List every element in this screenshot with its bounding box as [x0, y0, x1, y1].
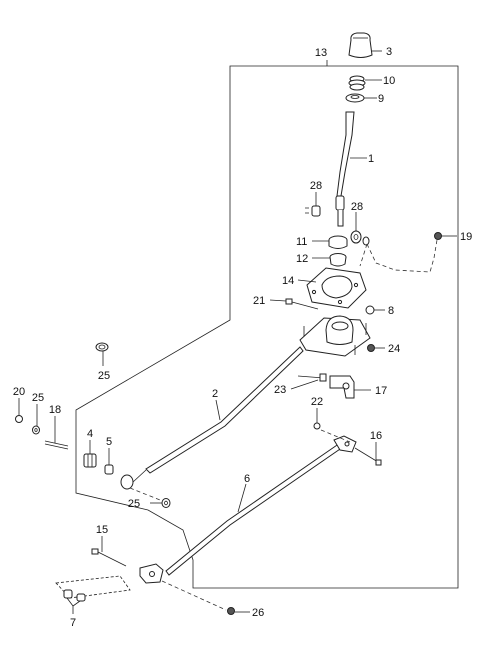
bolt-right	[354, 447, 382, 466]
callout-4: 4	[87, 428, 93, 440]
pivot-pin	[297, 373, 327, 382]
callout-18: 18	[49, 404, 61, 416]
assembly-boundary	[75, 65, 459, 589]
shifter-housing	[299, 315, 371, 357]
boot-spring	[348, 75, 366, 91]
cable-clip	[95, 342, 109, 352]
callout-25-left: 25	[32, 392, 44, 404]
callout-5: 5	[106, 436, 112, 448]
bushing-pair	[55, 575, 131, 602]
callout-28-right: 28	[351, 201, 363, 213]
callout-10: 10	[383, 75, 395, 87]
washer-left	[32, 425, 40, 435]
nut	[365, 305, 375, 315]
nut-right	[367, 344, 375, 352]
select-cable	[120, 346, 304, 490]
bolt-lower	[91, 548, 127, 567]
cover-plate	[306, 267, 367, 309]
washer-lower	[227, 607, 235, 615]
clip	[434, 232, 442, 240]
callout-6: 6	[244, 473, 250, 485]
callout-24: 24	[388, 343, 400, 355]
washer-small	[313, 422, 321, 430]
stud	[44, 440, 69, 450]
callout-22: 22	[311, 396, 323, 408]
lever-seat	[328, 235, 348, 249]
cable-end	[139, 563, 164, 584]
callout-20: 20	[13, 386, 25, 398]
callout-21: 21	[253, 295, 265, 307]
ring	[345, 93, 365, 103]
cable-bracket	[329, 375, 355, 399]
callout-15: 15	[96, 524, 108, 536]
lock-nut	[15, 415, 23, 423]
callout-12: 12	[296, 253, 308, 265]
shift-lever	[335, 111, 355, 227]
callout-16: 16	[370, 430, 382, 442]
callout-1: 1	[368, 153, 374, 165]
callout-14: 14	[282, 275, 294, 287]
callout-9: 9	[378, 93, 384, 105]
callout-2: 2	[212, 388, 218, 400]
callout-3: 3	[386, 46, 392, 58]
callout-27: 26	[252, 607, 264, 619]
bushing-left	[305, 205, 321, 217]
callout-13: 13	[315, 47, 327, 59]
bushing-right	[350, 230, 370, 246]
callout-11: 11	[296, 236, 307, 248]
callout-25-middle: 25	[128, 498, 140, 510]
bolt	[285, 298, 319, 310]
callout-23: 23	[274, 384, 286, 396]
callout-17: 17	[375, 385, 387, 397]
adjuster-block	[83, 453, 97, 468]
shift-cable	[165, 435, 357, 576]
sleeve	[104, 464, 114, 475]
spring-cup	[329, 253, 347, 267]
callout-7: 7	[70, 617, 76, 629]
callout-28-left: 28	[310, 180, 322, 192]
callout-19: 19	[460, 231, 472, 243]
washer-middle	[161, 498, 171, 508]
shift-knob	[348, 32, 373, 58]
callout-26: 25	[98, 370, 110, 382]
callout-8: 8	[388, 305, 394, 317]
